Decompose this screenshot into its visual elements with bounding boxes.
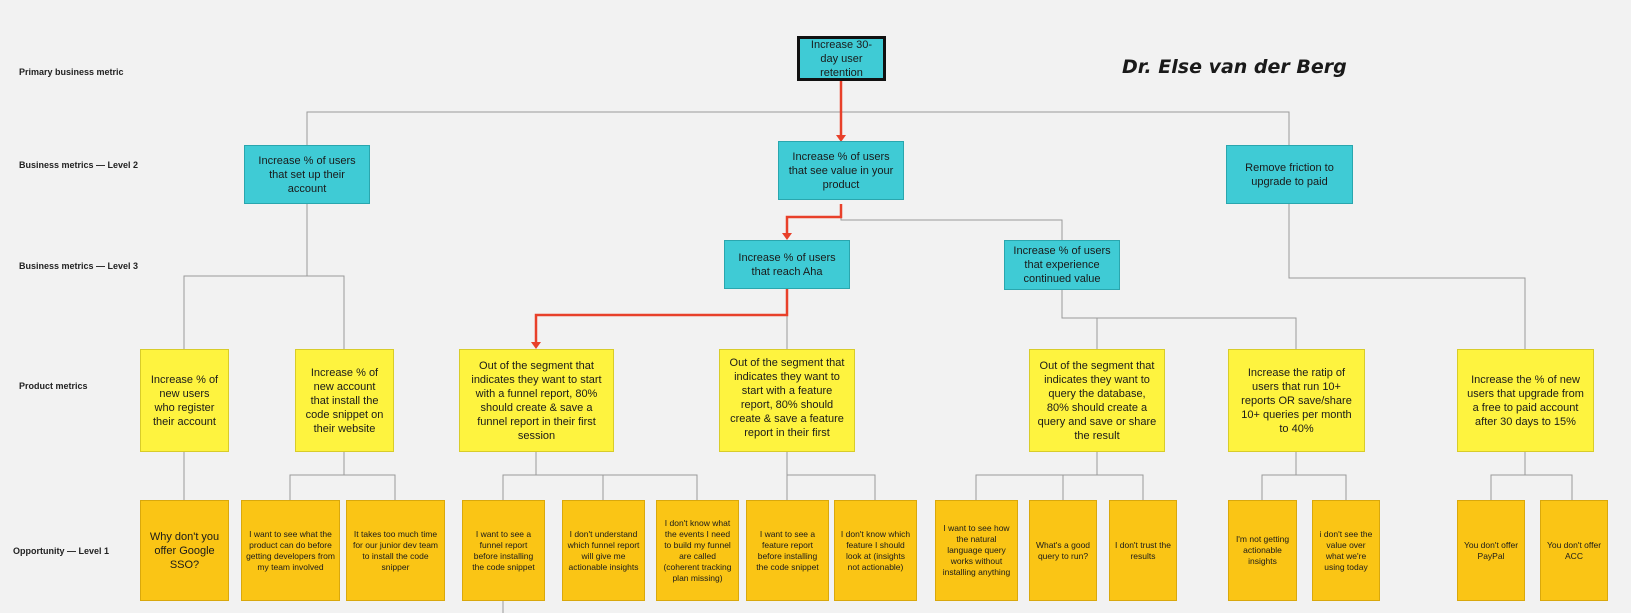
opp-natural-language[interactable]: I want to see how the natural language q…	[935, 500, 1018, 601]
node-feature-report[interactable]: Out of the segment that indicates they w…	[719, 349, 855, 452]
node-continued-value[interactable]: Increase % of users that experience cont…	[1004, 240, 1120, 290]
opp-which-feature[interactable]: I don't know which feature I should look…	[834, 500, 917, 601]
node-reports-ratio[interactable]: Increase the ratip of users that run 10+…	[1228, 349, 1365, 452]
node-see-value[interactable]: Increase % of users that see value in yo…	[778, 141, 904, 200]
arrowhead-value	[836, 135, 846, 142]
connector-root-setup	[306, 111, 841, 146]
opp-paypal[interactable]: You don't offer PayPal	[1457, 500, 1525, 601]
node-reach-aha[interactable]: Increase % of users that reach Aha	[724, 240, 850, 289]
opp-events-unknown[interactable]: I don't know what the events I need to b…	[656, 500, 739, 601]
node-query-database[interactable]: Out of the segment that indicates they w…	[1029, 349, 1165, 452]
opp-google-sso[interactable]: Why don't you offer Google SSO?	[140, 500, 229, 601]
connector-value-continued	[840, 204, 1063, 241]
row-label-level2: Business metrics — Level 2	[19, 160, 139, 170]
opp-dont-trust[interactable]: I don't trust the results	[1109, 500, 1177, 601]
connector-ratio-opps	[1261, 452, 1347, 500]
node-remove-friction[interactable]: Remove friction to upgrade to paid	[1226, 145, 1353, 204]
node-setup-account[interactable]: Increase % of users that set up their ac…	[244, 145, 370, 204]
connector-continued-query	[1061, 290, 1098, 350]
node-root[interactable]: Increase 30-day user retention	[797, 36, 886, 81]
connector-query-opps	[975, 452, 1144, 500]
arrowhead-aha	[782, 233, 792, 240]
connector-feature-opps	[786, 452, 876, 500]
opp-acc[interactable]: You don't offer ACC	[1540, 500, 1608, 601]
highlight-value-aha	[785, 204, 843, 235]
opp-too-much-time[interactable]: It takes too much time for our junior de…	[346, 500, 445, 601]
row-label-product: Product metrics	[19, 381, 88, 391]
author-name: Dr. Else van der Berg	[1122, 56, 1347, 78]
opp-dont-see-value[interactable]: i don't see the value over what we're us…	[1312, 500, 1380, 601]
connector-root-friction	[841, 111, 1290, 146]
opp-see-product[interactable]: I want to see what the product can do be…	[241, 500, 340, 601]
connector-snippet-opps	[289, 452, 396, 500]
connector-continued-ratio	[1097, 317, 1297, 350]
node-upgrade-paid[interactable]: Increase the % of new users that upgrade…	[1457, 349, 1594, 452]
arrowhead-funnel	[531, 342, 541, 349]
highlight-aha-funnel	[534, 289, 789, 344]
row-label-level3: Business metrics — Level 3	[19, 261, 139, 271]
node-register-account[interactable]: Increase % of new users who register the…	[140, 349, 229, 452]
opp-understand-funnel[interactable]: I don't understand which funnel report w…	[562, 500, 645, 601]
row-label-primary: Primary business metric	[19, 67, 124, 77]
connector-friction-upgrade	[1288, 204, 1526, 350]
opp-see-feature[interactable]: I want to see a feature report before in…	[746, 500, 829, 601]
node-funnel-report[interactable]: Out of the segment that indicates they w…	[459, 349, 614, 452]
row-label-opportunity: Opportunity — Level 1	[13, 546, 110, 556]
node-install-snippet[interactable]: Increase % of new account that install t…	[295, 349, 394, 452]
connector-setup-register	[183, 204, 308, 350]
opp-not-actionable[interactable]: I'm not getting actionable insights	[1228, 500, 1297, 601]
connector-upgrade-opps	[1490, 452, 1573, 500]
opp-see-funnel[interactable]: I want to see a funnel report before ins…	[462, 500, 545, 601]
connector-setup-snippet	[307, 275, 345, 350]
opp-good-query[interactable]: What's a good query to run?	[1029, 500, 1097, 601]
connector-funnel-opps	[502, 452, 698, 500]
